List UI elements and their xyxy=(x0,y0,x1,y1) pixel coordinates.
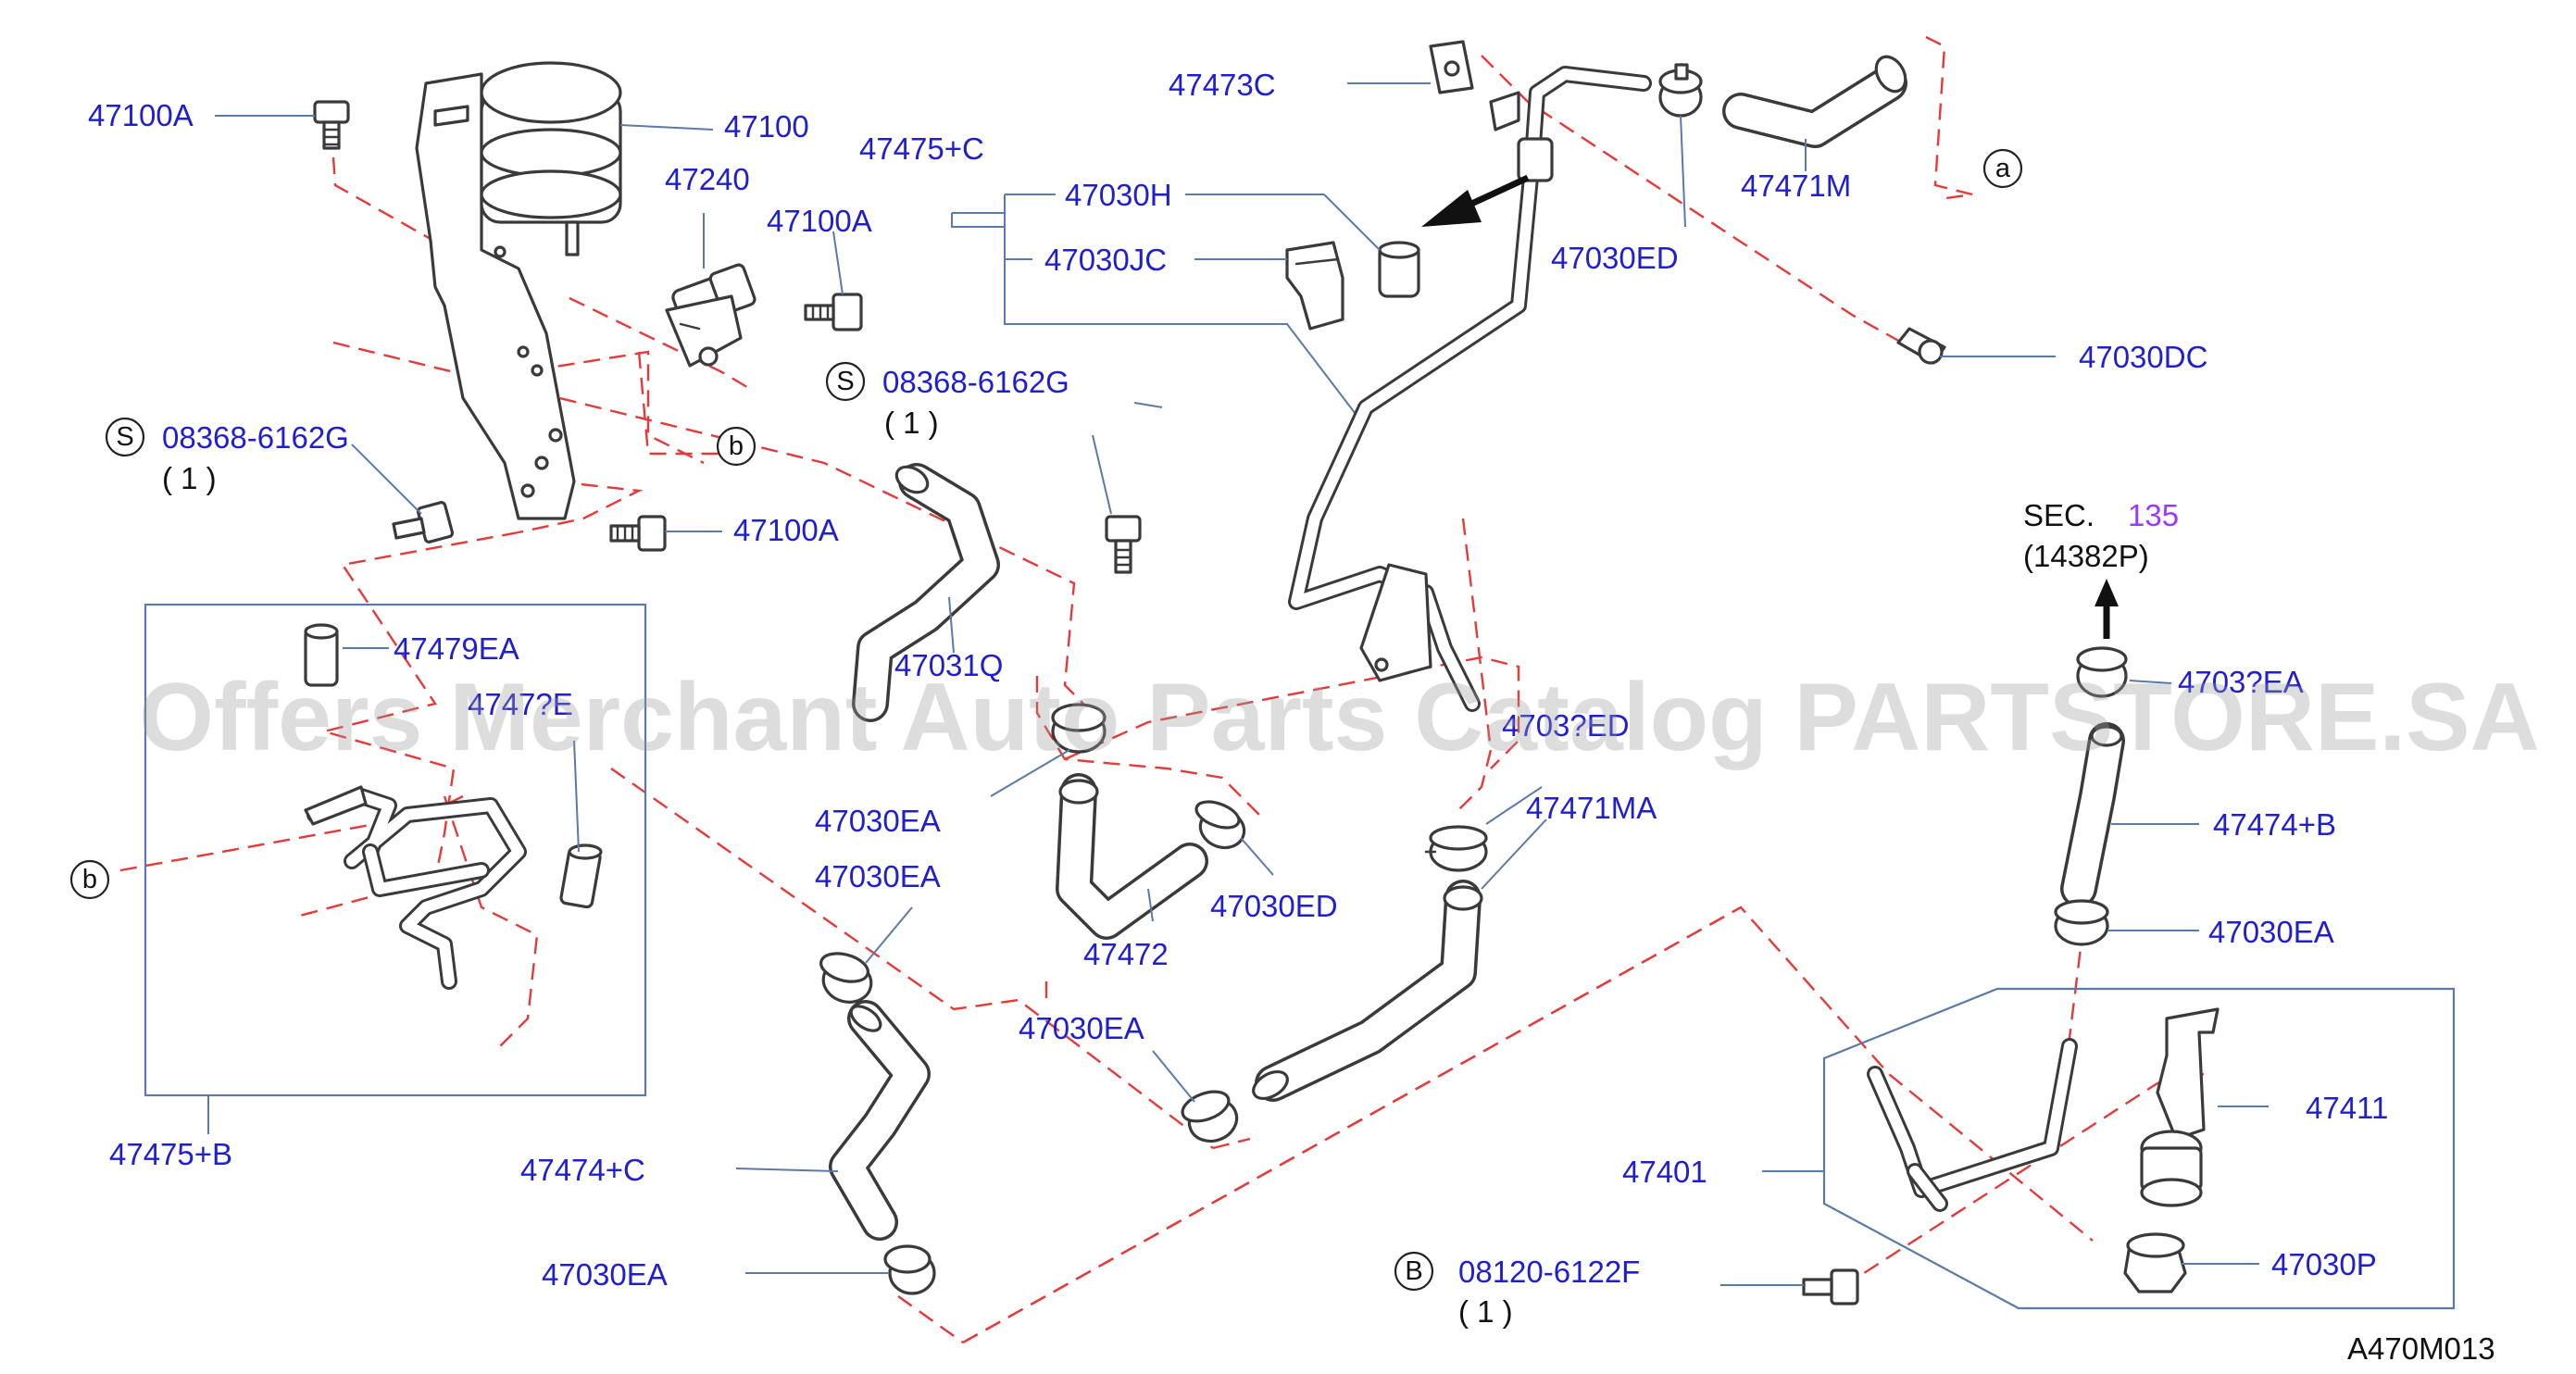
bracket-47411[interactable] xyxy=(2140,1007,2220,1207)
hose-47474C[interactable] xyxy=(829,1000,931,1241)
group-bracket-47475C xyxy=(951,194,1362,422)
label-47031Q[interactable]: 47031Q xyxy=(894,648,1003,682)
pipe-47401[interactable] xyxy=(1867,1038,2078,1212)
label-47475B[interactable]: 47475+B xyxy=(109,1137,232,1171)
bolt-47100A-top[interactable] xyxy=(313,100,350,150)
label-08120[interactable]: 08120-6122F xyxy=(1458,1255,1640,1289)
section-prefix: SEC. xyxy=(2023,498,2095,532)
group-box-47475B xyxy=(144,603,647,1134)
plug-47479EA-bottom[interactable] xyxy=(559,843,603,909)
label-47030ED-top[interactable]: 47030ED xyxy=(1551,241,1679,275)
clip-47473C[interactable] xyxy=(1429,40,1474,94)
section-part: (14382P) xyxy=(2023,539,2149,573)
hose-47474B[interactable] xyxy=(2060,722,2125,907)
symbol-s-left: S xyxy=(105,417,145,457)
label-47030DC[interactable]: 47030DC xyxy=(2079,340,2207,374)
pipe-assembly-47475B[interactable] xyxy=(304,785,527,990)
clamp-47030EA-center[interactable] xyxy=(1179,1086,1243,1148)
svg-text:S: S xyxy=(116,422,133,452)
label-47100A-top[interactable]: 47100A xyxy=(88,98,194,132)
label-47030EA-a[interactable]: 47030EA xyxy=(815,804,941,838)
bolt-08120[interactable] xyxy=(1802,1268,1859,1305)
part-labels: 47100A 47100 47240 47100A 47100A 47473C … xyxy=(88,68,2388,1329)
label-47401[interactable]: 47401 xyxy=(1622,1155,1707,1189)
connector-b-upper: b xyxy=(716,426,757,467)
label-47471M[interactable]: 47471M xyxy=(1741,169,1851,203)
label-47030ED-mid[interactable]: 47030ED xyxy=(1210,889,1338,923)
label-47030H[interactable]: 47030H xyxy=(1065,178,1172,212)
label-47030EA-right[interactable]: 47030EA xyxy=(2208,915,2334,949)
label-47472[interactable]: 47472 xyxy=(1083,937,1169,971)
label-47474B[interactable]: 47474+B xyxy=(2213,807,2336,842)
qty-08368-center: ( 1 ) xyxy=(884,406,939,440)
label-47475C[interactable]: 47475+C xyxy=(859,131,984,166)
hose-47471MA[interactable] xyxy=(1249,880,1483,1104)
symbol-s-center: S xyxy=(825,361,866,402)
clamp-4703xEA-sec[interactable] xyxy=(2076,646,2128,698)
section-arrow xyxy=(2095,579,2119,639)
section-reference[interactable]: SEC. 135 (14382P) xyxy=(2023,498,2179,573)
valve-47240[interactable] xyxy=(665,263,757,368)
svg-text:a: a xyxy=(1995,154,2011,183)
svg-text:b: b xyxy=(729,431,744,461)
bolt-08368-center[interactable] xyxy=(1105,515,1142,574)
bolt-47100A-low[interactable] xyxy=(609,515,667,552)
hose-47472[interactable] xyxy=(1056,773,1208,940)
label-47030EA-center[interactable]: 47030EA xyxy=(1019,1011,1144,1045)
screw-47030DC[interactable] xyxy=(1896,327,1946,365)
svg-text:S: S xyxy=(836,367,854,396)
connector-a: a xyxy=(1982,148,2023,189)
bolt-47100A-mid[interactable] xyxy=(804,293,863,331)
label-4747xE[interactable]: 4747?E xyxy=(468,687,573,721)
group-box-47401 xyxy=(1822,987,2456,1310)
watermark: Offers Merchant Auto Parts Catalog PARTS… xyxy=(139,664,2540,771)
clip-47030H[interactable] xyxy=(1378,241,1420,298)
clamp-47030ED-top[interactable] xyxy=(1658,63,1703,118)
canister-47100[interactable] xyxy=(415,61,622,520)
label-47479EA[interactable]: 47479EA xyxy=(394,631,519,666)
label-47473C[interactable]: 47473C xyxy=(1169,68,1276,102)
clip-47030P[interactable] xyxy=(2123,1232,2187,1293)
label-08368-center[interactable]: 08368-6162G xyxy=(882,365,1069,399)
label-47471MA[interactable]: 47471MA xyxy=(1526,791,1657,825)
label-08368-left[interactable]: 08368-6162G xyxy=(162,420,349,455)
label-47100[interactable]: 47100 xyxy=(724,109,809,144)
bolt-08368-left[interactable] xyxy=(392,501,455,543)
label-47474C[interactable]: 47474+C xyxy=(520,1153,645,1187)
clamp-47030EA-b[interactable] xyxy=(818,949,876,1007)
diagram-code: A470M013 xyxy=(2347,1331,2495,1366)
label-47100A-mid[interactable]: 47100A xyxy=(767,204,872,238)
label-47100A-low[interactable]: 47100A xyxy=(733,513,839,547)
clamp-47030EA-a[interactable] xyxy=(1051,703,1107,754)
label-47030P[interactable]: 47030P xyxy=(2271,1247,2377,1281)
symbol-b: B xyxy=(1394,1251,1434,1292)
label-47030JC[interactable]: 47030JC xyxy=(1044,243,1167,277)
clamp-47030EA-right[interactable] xyxy=(2054,899,2109,946)
svg-text:b: b xyxy=(82,865,97,894)
label-47411[interactable]: 47411 xyxy=(2306,1091,2388,1125)
clamp-47030JC[interactable] xyxy=(1285,241,1344,331)
label-47240[interactable]: 47240 xyxy=(665,162,750,196)
hose-47471M[interactable] xyxy=(1722,52,1911,148)
leader-lines xyxy=(215,82,2269,1286)
clamp-47030EA-bottom[interactable] xyxy=(883,1244,936,1295)
label-47030EA-bottom[interactable]: 47030EA xyxy=(542,1257,668,1292)
hose-47031Q[interactable] xyxy=(852,462,1000,722)
qty-08120: ( 1 ) xyxy=(1458,1294,1513,1329)
clamp-47030ED-mid[interactable] xyxy=(1193,797,1249,854)
plug-47479EA-top[interactable] xyxy=(304,623,339,687)
label-4703xED[interactable]: 4703?ED xyxy=(1502,708,1630,743)
direction-arrow xyxy=(1421,174,1530,227)
label-4703xEA-sec[interactable]: 4703?EA xyxy=(2178,665,2304,699)
svg-text:B: B xyxy=(1405,1256,1422,1286)
connector-b-lower: b xyxy=(69,859,110,900)
clamp-4703xED[interactable] xyxy=(1424,825,1488,872)
label-47030EA-b[interactable]: 47030EA xyxy=(815,859,941,893)
section-number: 135 xyxy=(2128,498,2179,532)
pipe-47475C[interactable] xyxy=(1288,66,1652,712)
qty-08368-left: ( 1 ) xyxy=(162,461,217,495)
